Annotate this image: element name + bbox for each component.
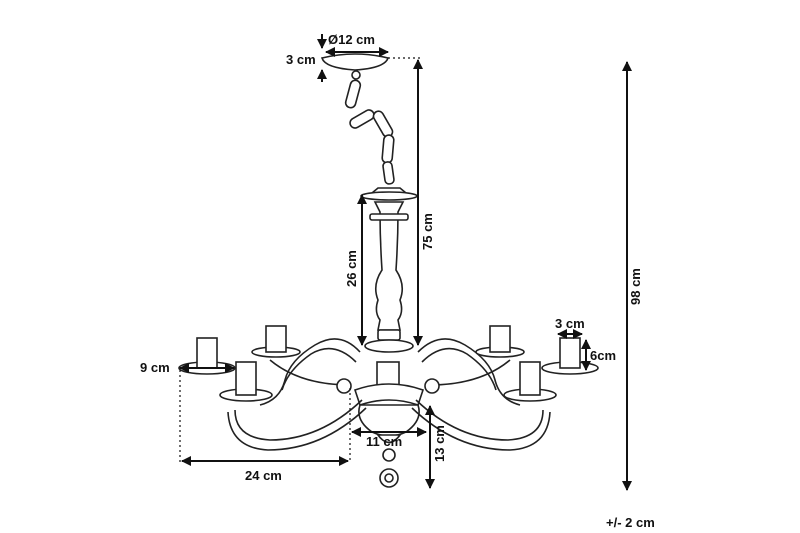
canopy-height-label: 3 cm	[286, 52, 316, 67]
candle-left-front	[219, 361, 273, 402]
total-height-label: 98 cm	[628, 268, 643, 305]
drop-length-label: 75 cm	[420, 213, 435, 250]
center-width-label: 11 cm	[366, 434, 402, 449]
candle-right-back	[475, 325, 525, 358]
candle-width-label: 3 cm	[555, 316, 585, 331]
candle-right-front	[503, 361, 557, 402]
stem-height-label: 26 cm	[344, 250, 359, 287]
cup-width-label: 9 cm	[140, 360, 170, 375]
canopy-diameter-label: Ø12 cm	[328, 32, 375, 47]
candle-height-label: 6cm	[590, 348, 616, 363]
candle-left-back	[251, 325, 301, 358]
ceiling-canopy	[320, 53, 390, 71]
tolerance-note: +/- 2 cm	[606, 515, 655, 530]
center-stem	[373, 201, 405, 331]
bottom-height-label: 13 cm	[432, 425, 447, 462]
chain	[344, 79, 395, 185]
chandelier-illustration	[178, 53, 599, 488]
dimension-lines	[179, 34, 632, 491]
arm-reach-label: 24 cm	[245, 468, 282, 483]
